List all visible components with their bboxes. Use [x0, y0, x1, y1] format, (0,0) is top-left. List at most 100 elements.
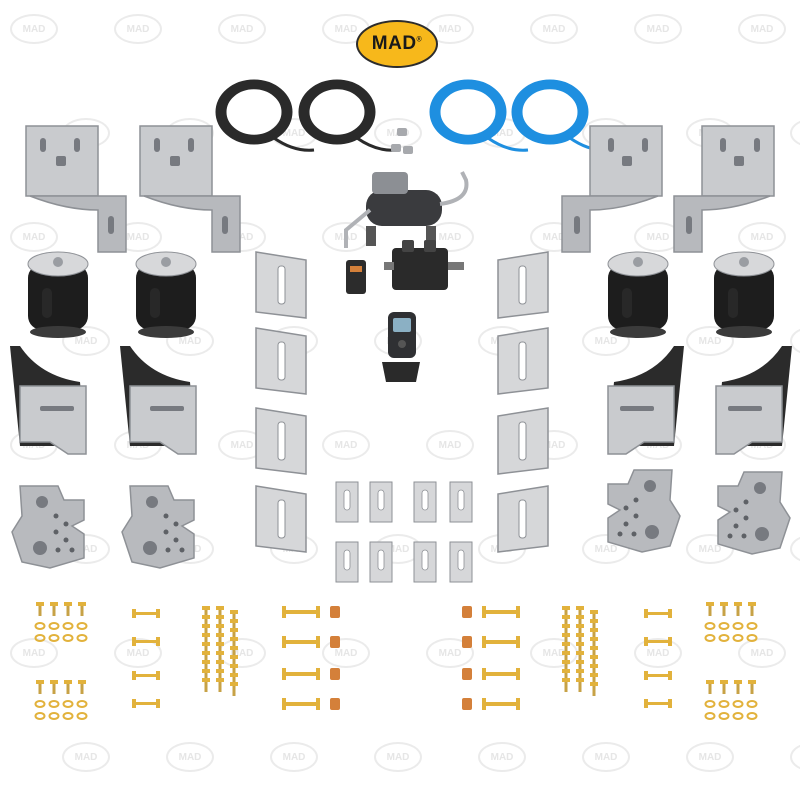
lower-bracket	[120, 346, 197, 455]
u-bolt	[462, 606, 520, 618]
washer	[732, 712, 744, 720]
washer	[76, 622, 88, 630]
small-shim	[413, 541, 437, 583]
bolt	[748, 602, 756, 616]
spacer-plate	[255, 485, 307, 553]
washer	[62, 700, 74, 708]
small-shim	[335, 481, 359, 523]
washer	[704, 700, 716, 708]
bolt	[50, 680, 58, 694]
logo-text: MAD	[371, 33, 417, 54]
u-bolt	[282, 636, 340, 648]
bolt	[202, 678, 210, 692]
nut	[462, 698, 472, 710]
axle-plate	[121, 485, 195, 569]
washer	[704, 622, 716, 630]
small-shim	[449, 541, 473, 583]
bolt	[64, 680, 72, 694]
wireless-controller	[382, 312, 420, 382]
upper-bracket	[561, 125, 663, 253]
valve-manifold	[384, 240, 464, 290]
bolt	[36, 680, 44, 694]
air-spring-bellow	[135, 251, 197, 338]
washer	[746, 712, 758, 720]
washer	[48, 712, 60, 720]
spacer-plate	[255, 251, 307, 319]
air-spring-bellow	[27, 251, 89, 338]
air-fitting	[397, 128, 407, 136]
upper-bracket	[25, 125, 127, 253]
washer	[76, 700, 88, 708]
u-bolt	[282, 698, 340, 710]
pin	[644, 637, 672, 646]
bolt	[720, 602, 728, 616]
bolt	[216, 678, 224, 692]
u-bolt	[462, 668, 520, 680]
nut	[462, 636, 472, 648]
washer	[718, 700, 730, 708]
spacer-plate	[497, 485, 549, 553]
washer	[704, 634, 716, 642]
logo-trademark: ®	[416, 36, 423, 44]
nut	[330, 698, 340, 710]
u-bolt	[462, 636, 520, 648]
bolt	[562, 678, 570, 692]
bolt	[78, 680, 86, 694]
bolt	[50, 602, 58, 616]
black-air-hose-coil	[215, 79, 315, 152]
washer	[34, 700, 46, 708]
washer	[48, 634, 60, 642]
air-spring-bellow	[713, 251, 775, 338]
nut	[462, 606, 472, 618]
pin	[132, 637, 160, 646]
pin	[132, 671, 160, 680]
washer	[34, 634, 46, 642]
pin	[644, 609, 672, 618]
axle-plate	[11, 485, 85, 569]
u-bolt	[282, 606, 340, 618]
washer	[48, 700, 60, 708]
nut	[462, 668, 472, 680]
pressure-switch	[346, 260, 366, 294]
washer	[718, 712, 730, 720]
washer	[34, 712, 46, 720]
washer	[718, 634, 730, 642]
black-air-hose-coil	[298, 79, 398, 152]
bolt	[64, 602, 72, 616]
small-shim	[449, 481, 473, 523]
washer	[76, 712, 88, 720]
small-shim	[369, 481, 393, 523]
bolt	[78, 602, 86, 616]
washer	[732, 634, 744, 642]
bolt	[748, 680, 756, 694]
spacer-plate	[255, 327, 307, 395]
pin	[132, 699, 160, 708]
small-shim	[369, 541, 393, 583]
small-shim	[335, 541, 359, 583]
bolt	[720, 680, 728, 694]
washer	[76, 634, 88, 642]
bolt	[734, 602, 742, 616]
brand-logo: MAD®	[356, 20, 438, 68]
washer	[34, 622, 46, 630]
washer	[746, 700, 758, 708]
spacer-plate	[497, 327, 549, 395]
lower-bracket	[607, 346, 684, 455]
bolt	[590, 682, 598, 696]
upper-bracket	[139, 125, 241, 253]
washer	[62, 622, 74, 630]
nut	[330, 668, 340, 680]
spacer-plate	[497, 251, 549, 319]
washer	[62, 712, 74, 720]
nut	[330, 636, 340, 648]
pin	[132, 609, 160, 618]
air-fitting	[391, 144, 401, 152]
bolt	[706, 602, 714, 616]
bolt	[706, 680, 714, 694]
nut	[330, 606, 340, 618]
lower-bracket	[10, 346, 87, 455]
washer	[732, 700, 744, 708]
bolt	[230, 682, 238, 696]
bolt	[576, 678, 584, 692]
